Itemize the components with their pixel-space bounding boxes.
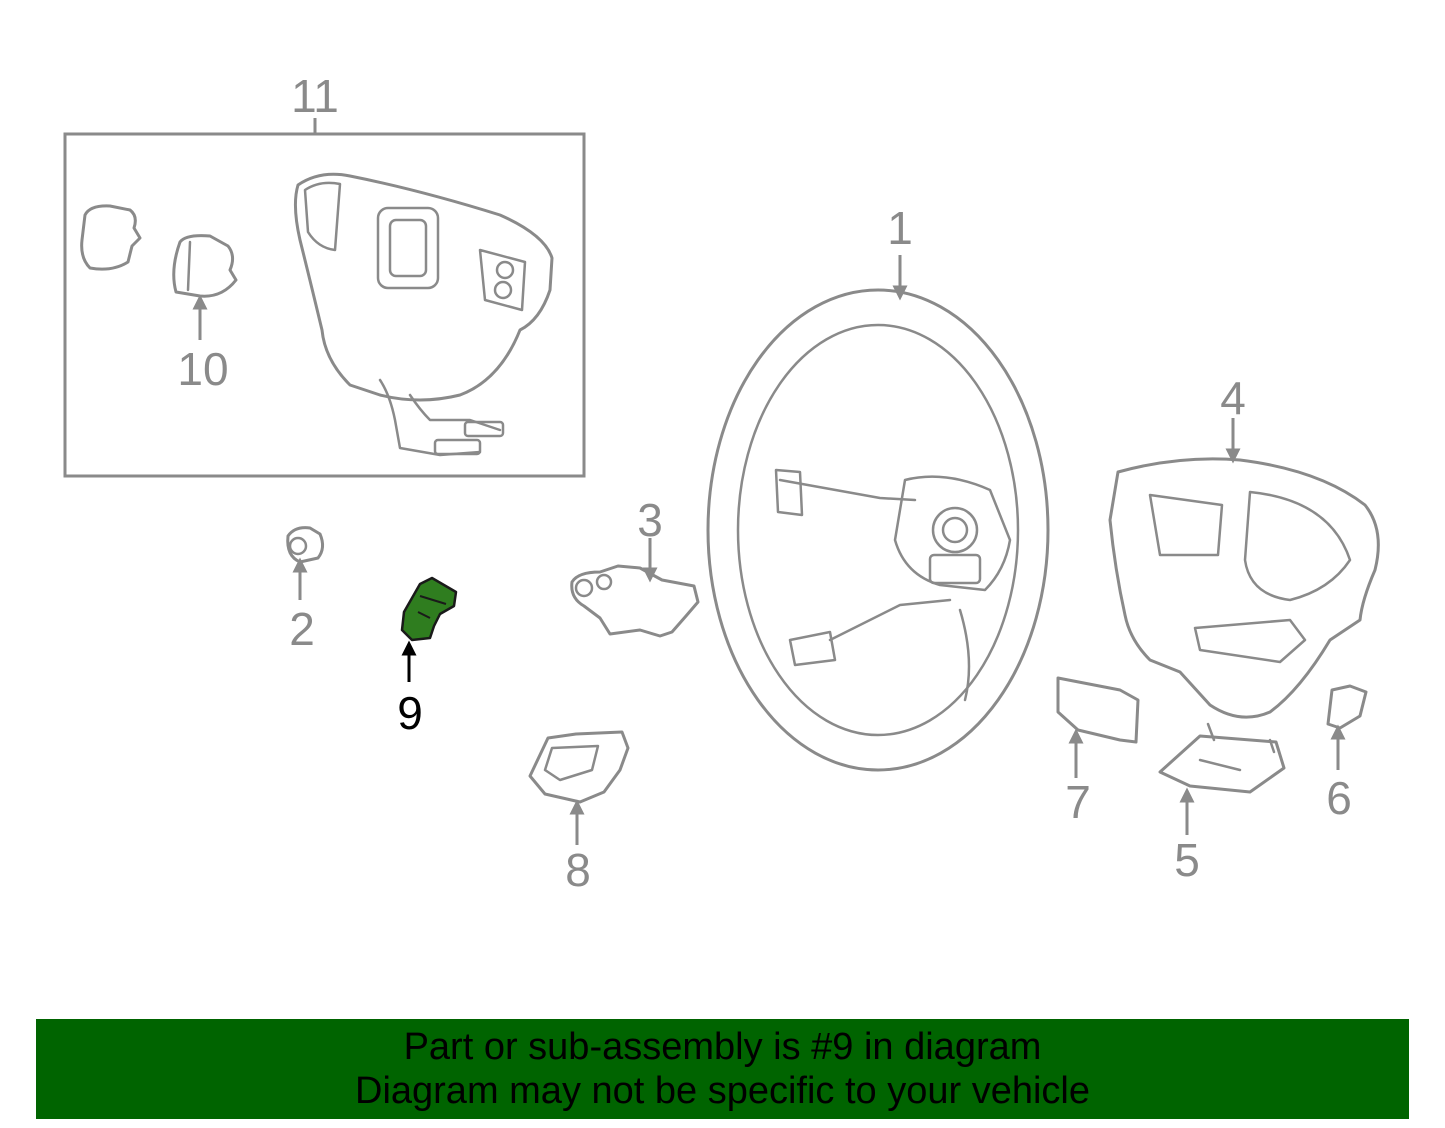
callout-11: 11 <box>291 70 339 122</box>
callout-3: 3 <box>637 494 663 546</box>
part-8-cover[interactable]: 8 <box>528 730 630 896</box>
callout-2: 2 <box>289 603 315 655</box>
callout-10: 10 <box>177 343 228 395</box>
part-11-airbag-assembly[interactable]: 11 <box>63 70 586 478</box>
part-1-steering-wheel[interactable]: 1 <box>706 202 1050 772</box>
banner-line-2: Diagram may not be specific to your vehi… <box>355 1070 1090 1112</box>
part-2-nut[interactable]: 2 <box>286 526 325 655</box>
callout-9: 9 <box>397 687 423 739</box>
callout-8: 8 <box>565 844 591 896</box>
callout-5: 5 <box>1174 834 1200 886</box>
part-3-switch-assembly[interactable]: 3 <box>570 494 700 638</box>
part-9-switch-highlighted[interactable]: 9 <box>397 576 458 739</box>
callout-10-group[interactable]: 10 <box>177 294 229 395</box>
info-banner: Part or sub-assembly is #9 in diagram Di… <box>36 1019 1409 1119</box>
part-7-bracket[interactable]: 7 <box>1056 676 1140 828</box>
callout-6: 6 <box>1326 772 1352 824</box>
callout-4: 4 <box>1220 372 1246 424</box>
callout-7: 7 <box>1065 776 1091 828</box>
banner-line-1: Part or sub-assembly is #9 in diagram <box>403 1026 1042 1068</box>
callout-1: 1 <box>887 202 913 254</box>
part-5-plate[interactable]: 5 <box>1158 722 1286 886</box>
part-4-airbag-module[interactable]: 4 <box>1108 372 1380 719</box>
part-6-clip[interactable]: 6 <box>1326 684 1368 824</box>
parts-diagram: 11 10 1 <box>63 70 1380 896</box>
